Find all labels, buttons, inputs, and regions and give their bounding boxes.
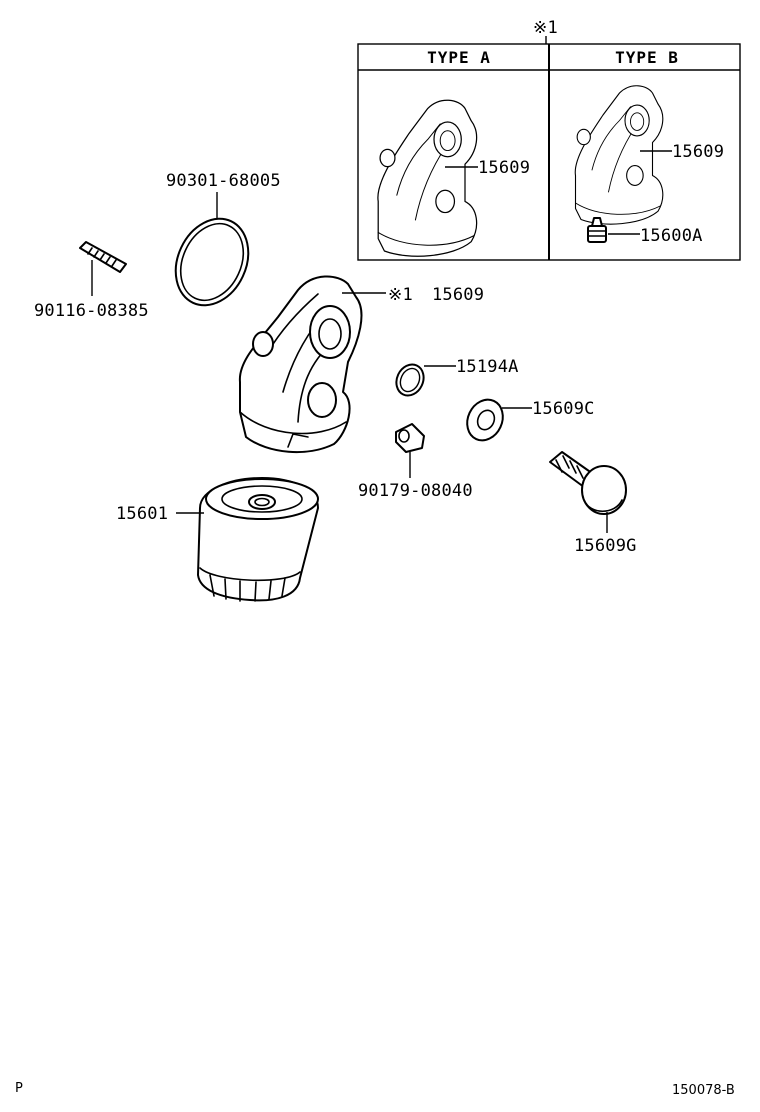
diagram-id: 150078-B [672, 1083, 735, 1098]
oil-filter-bracket-drawing [238, 275, 363, 454]
type-a-part-label: 15609 [478, 158, 530, 178]
type-b-plug-label: 15600A [640, 226, 703, 246]
relief-bolt-label: 15609G [574, 536, 637, 556]
oil-filter-label: 15601 [116, 504, 168, 524]
type-a-bracket-drawing [377, 99, 478, 257]
gasket-drawing [466, 398, 504, 442]
footer-left-code: P [15, 1081, 23, 1096]
type-a-header: TYPE A [427, 48, 491, 67]
union-label: 90179-08040 [358, 481, 473, 501]
type-b-plug-drawing [587, 217, 607, 243]
o-ring-small-label: 15194A [456, 357, 519, 377]
gasket-label: 15609C [532, 399, 595, 419]
inset-marker: ※1 [533, 18, 558, 38]
type-b-part-label: 15609 [672, 142, 724, 162]
o-ring-large-drawing [174, 217, 250, 307]
bracket-marker: ※1 [388, 285, 413, 305]
type-b-bracket-drawing [574, 85, 664, 225]
stud-bolt-drawing [79, 241, 127, 273]
union-drawing [395, 423, 425, 453]
type-inset-box: ※1 TYPE A TYPE B [357, 18, 741, 261]
o-ring-small-drawing [395, 363, 425, 397]
relief-bolt-drawing [549, 451, 627, 515]
oil-filter-drawing [197, 477, 319, 602]
type-b-header: TYPE B [615, 48, 679, 67]
stud-bolt-label: 90116-08385 [34, 301, 149, 321]
bracket-label: 15609 [432, 285, 484, 305]
o-ring-large-label: 90301-68005 [166, 171, 281, 191]
